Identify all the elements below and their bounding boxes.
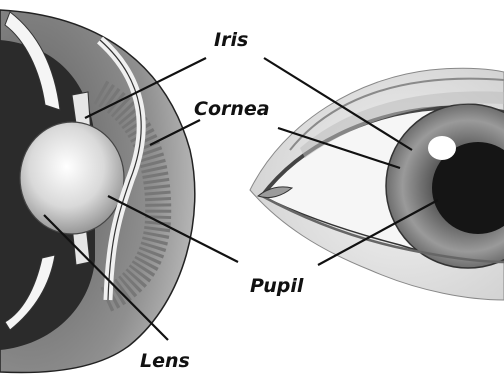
label-cornea: Cornea [194, 100, 270, 119]
lens-shape [20, 122, 124, 234]
label-iris: Iris [214, 31, 248, 50]
corneal-highlight [428, 136, 456, 160]
label-pupil: Pupil [250, 277, 303, 296]
external-eye [250, 68, 504, 300]
label-lens: Lens [140, 352, 190, 371]
eye-cross-section [0, 10, 195, 373]
